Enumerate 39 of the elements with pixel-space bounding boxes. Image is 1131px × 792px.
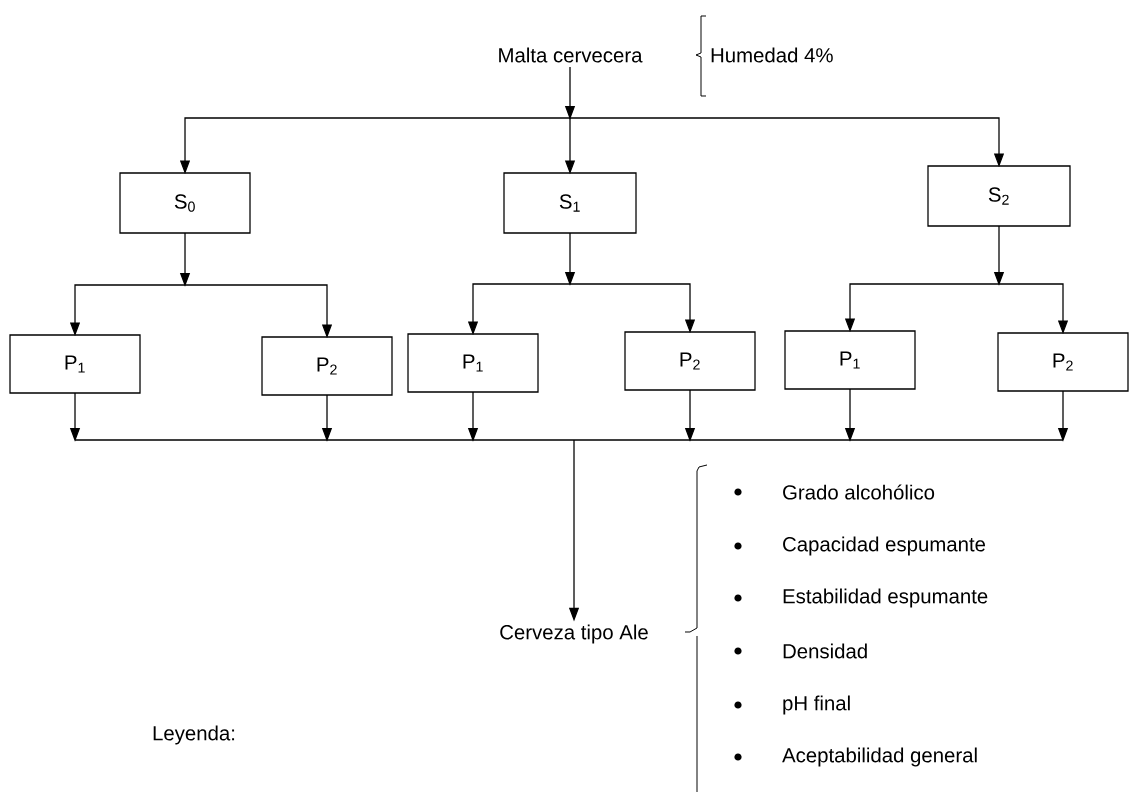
process-box: P$_{2}$ [997,332,1129,392]
arrow [69,392,80,441]
arrow [179,117,571,173]
arrow [844,388,855,441]
node-label: Malta cervecera [499,47,643,63]
process-box: P$_{1}$ [407,333,539,393]
arrow [564,232,575,285]
arrow [569,117,1004,166]
arrow [467,391,478,441]
list-item: Capacidad espumante [783,536,986,556]
arrow [69,284,186,335]
arrow [844,283,1000,331]
arrow [74,439,1064,621]
node-label: Cerveza tipo Ale [500,624,648,644]
process-box: S$_{2}$ [927,165,1071,227]
list-item: Aceptabilidad general [782,747,977,767]
process-box: P$_{1}$ [9,334,141,394]
arrow [684,389,695,441]
side-note: Humedad 4% [711,47,833,63]
list-item: pH final [783,695,850,715]
arrow [467,283,571,334]
process-box: S$_{0}$ [119,172,251,234]
list-item: Estabilidad espumante [783,588,988,608]
list-item: Grado alcohólico [783,484,935,500]
process-box: P$_{1}$ [784,330,916,390]
arrow [321,394,332,441]
process-box: P$_{2}$ [261,336,393,396]
arrow [993,225,1004,285]
arrow [564,66,575,119]
process-box: P$_{2}$ [624,331,756,391]
arrow [564,117,575,173]
arrow [569,283,695,332]
process-box: S$_{1}$ [503,172,637,234]
arrow [998,283,1068,333]
legend-heading: Leyenda: [153,725,235,745]
arrow [184,284,332,337]
list-item: Densidad [783,643,867,659]
arrow [1057,390,1068,441]
arrow [179,232,190,286]
